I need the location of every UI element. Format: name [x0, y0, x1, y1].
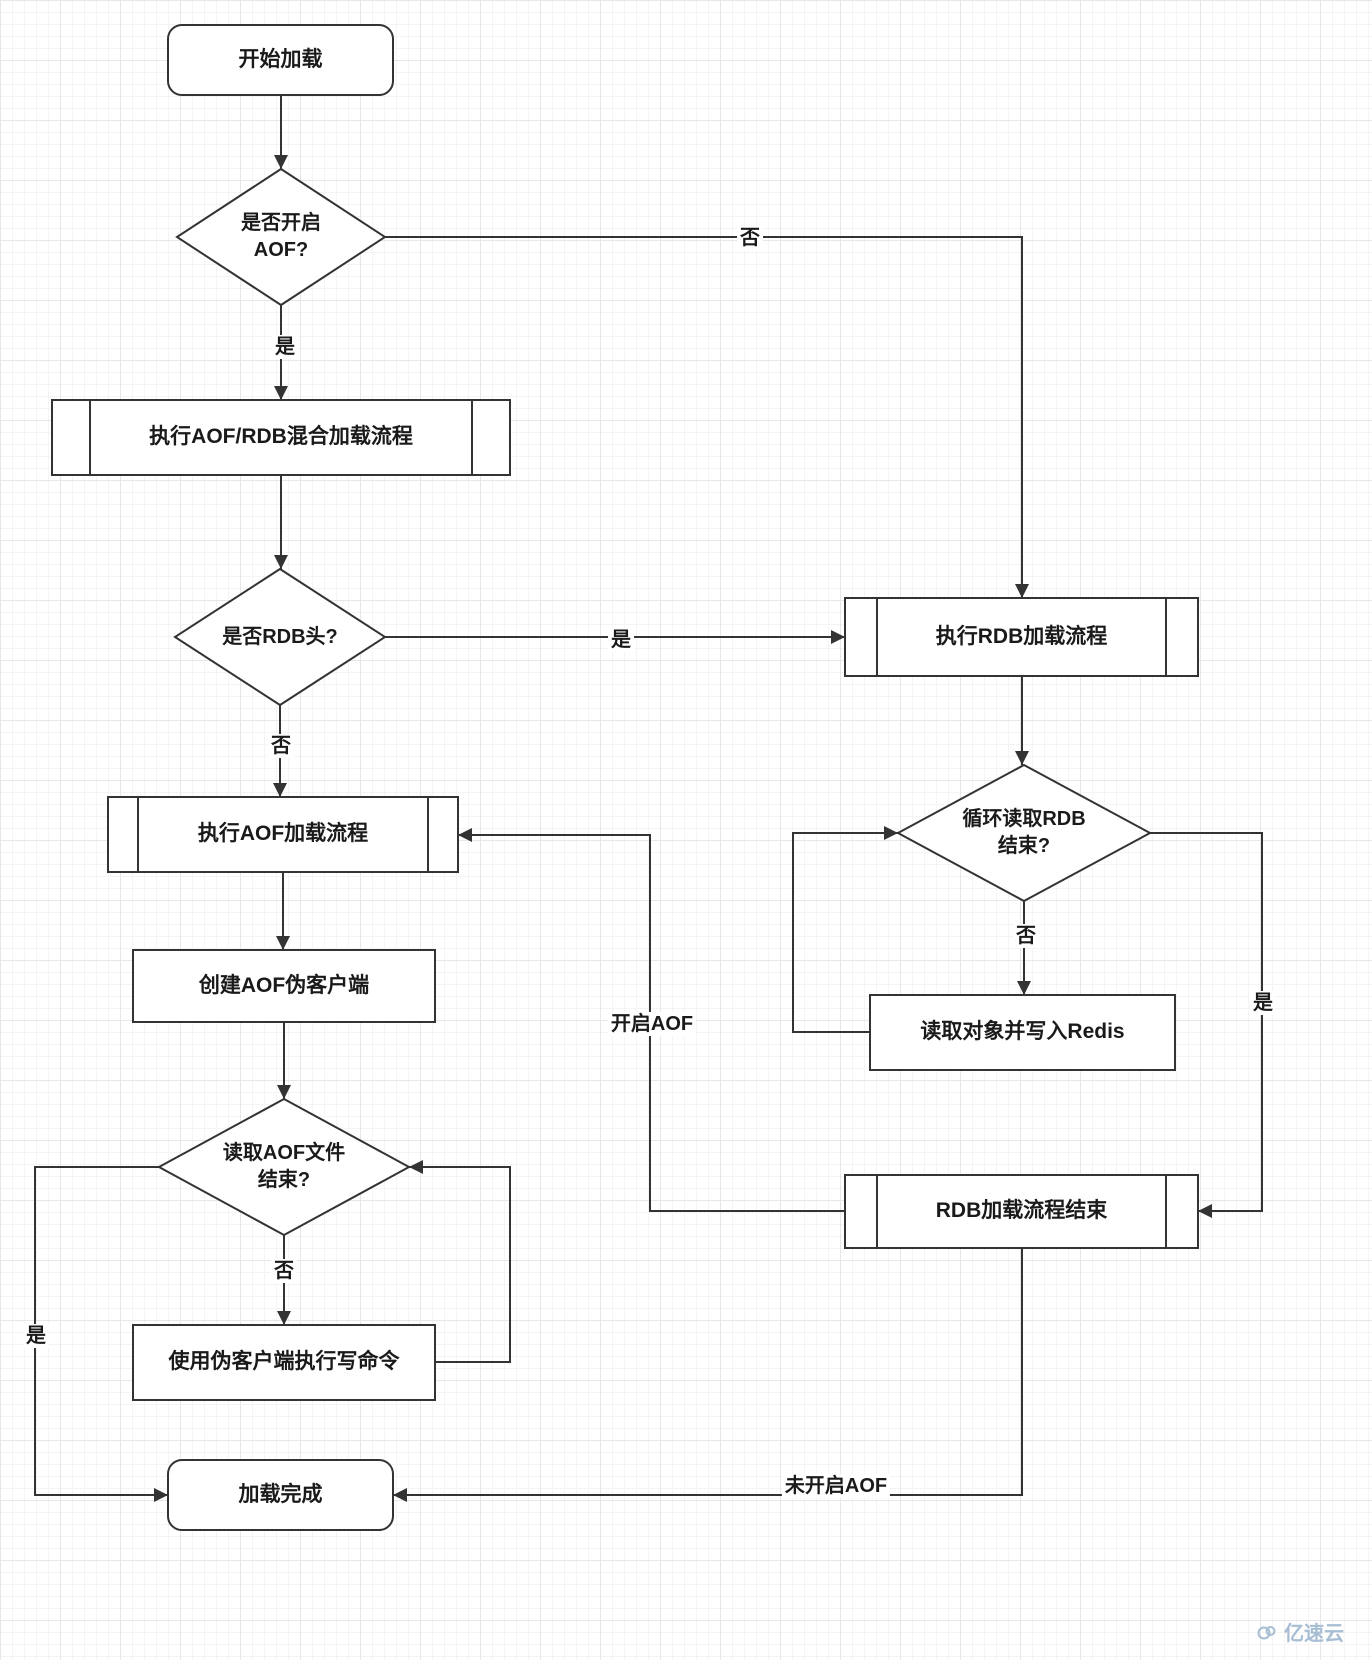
create-client-rect-shape	[132, 949, 436, 1023]
read-obj-rect-shape	[869, 994, 1176, 1071]
rdb-load-subroutine-shape	[844, 597, 1199, 677]
rdb-loop-done-diamond-shape	[895, 763, 1153, 903]
exec-write-rect-shape	[132, 1324, 436, 1401]
start-node-shape	[167, 24, 394, 96]
shapes	[51, 24, 1199, 1531]
watermark: 亿速云	[1256, 1617, 1344, 1646]
rdb-load-done-subroutine-shape	[844, 1174, 1199, 1249]
aof-load-subroutine-shape	[107, 796, 459, 873]
aof-check-diamond-shape	[175, 167, 387, 307]
edge-readobj-loop	[792, 826, 898, 1033]
edge-rdbdone-aofoff	[393, 1248, 1023, 1502]
edge-loopcheck-yes	[1150, 832, 1263, 1218]
yisu-cloud-logo-icon	[1257, 1625, 1276, 1639]
watermark-text: 亿速云	[1284, 1623, 1344, 1645]
rdb-head-diamond-shape	[173, 567, 387, 707]
edge-rdbdone-aofon	[458, 828, 845, 1212]
edge-aofcheck-no	[385, 236, 1029, 598]
edge-writecmd-loop	[409, 1160, 511, 1363]
mixed-load-subroutine-shape	[51, 399, 511, 476]
load-complete-node-shape	[167, 1459, 394, 1531]
aof-read-done-diamond-shape	[156, 1097, 412, 1237]
